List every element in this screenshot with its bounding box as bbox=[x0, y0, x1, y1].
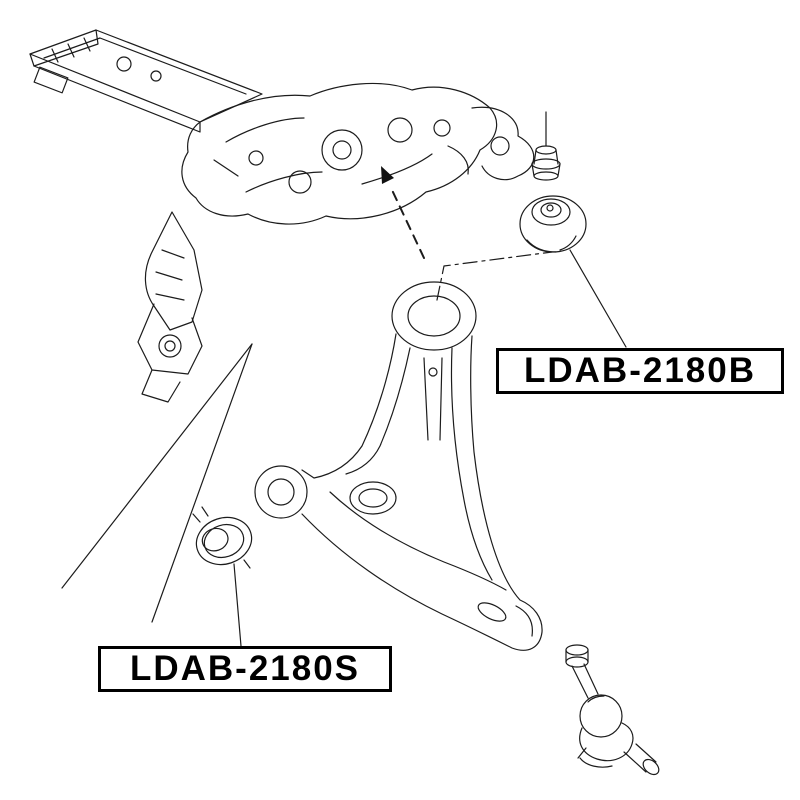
leader-line-b bbox=[569, 249, 627, 348]
part-label-ldab-2180b: LDAB-2180B bbox=[496, 348, 784, 394]
subframe-assembly-drawing bbox=[29, 29, 535, 403]
part-label-ldab-2180s: LDAB-2180S bbox=[98, 646, 392, 692]
control-arm-drawing bbox=[254, 281, 543, 651]
ball-joint-drawing bbox=[565, 644, 660, 776]
projection-lines bbox=[61, 343, 253, 623]
bushing-b-drawing bbox=[519, 111, 587, 253]
leader-line-s bbox=[233, 563, 242, 647]
centerline-to-bushing bbox=[436, 251, 553, 301]
bushing-s-drawing bbox=[192, 506, 253, 569]
pointer-arrow bbox=[381, 166, 425, 259]
